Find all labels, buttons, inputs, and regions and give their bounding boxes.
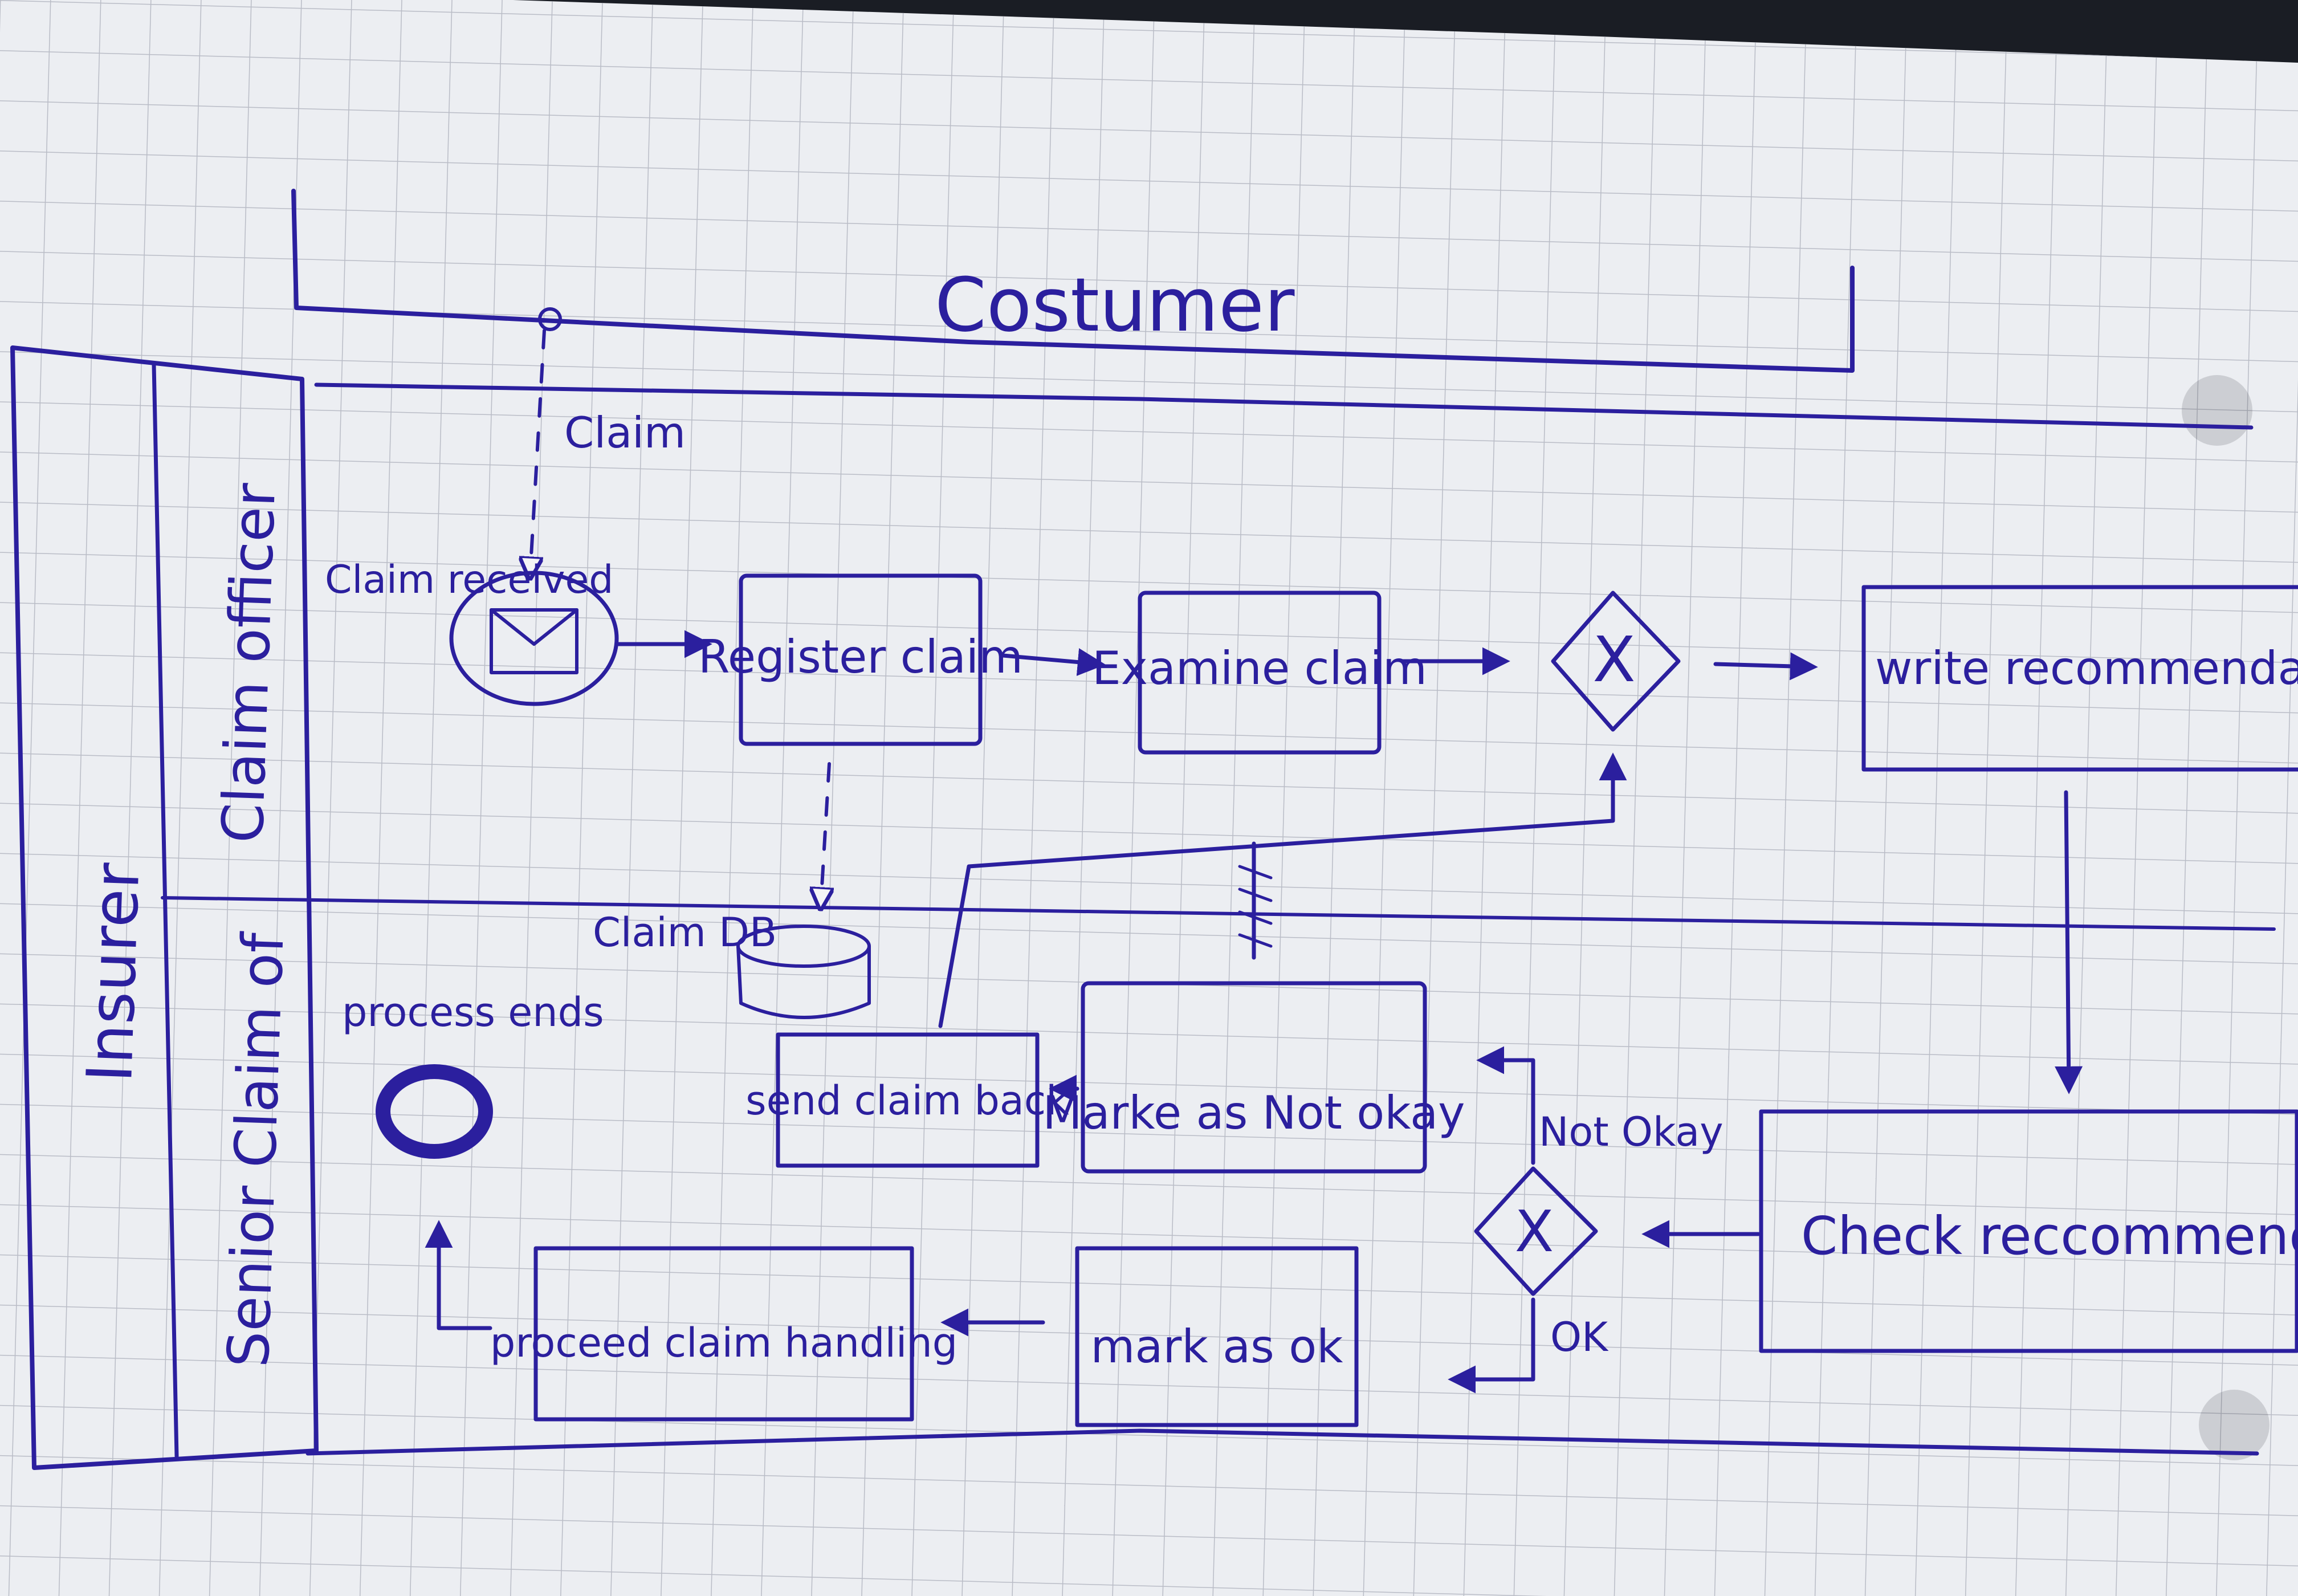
sequence-flows-bottom — [425, 841, 1761, 1394]
insurer-pool-label: Insurer — [73, 861, 153, 1084]
punch-hole — [2182, 375, 2252, 446]
claim-officer-lane-label: Claim officer — [209, 482, 288, 844]
insurer-pool: Insurer Claim officer Senior Claim of — [10, 345, 2276, 1470]
end-event: process ends — [342, 989, 604, 1159]
customer-pool: Costumer — [291, 189, 1855, 373]
task-mark-not-okay-label: Marke as Not okay — [1042, 1086, 1465, 1139]
task-mark-as-ok: mark as ok — [1075, 1246, 1359, 1427]
start-event-label: Claim received — [325, 557, 613, 602]
senior-claim-officer-lane-label: Senior Claim of — [215, 930, 297, 1369]
message-flow: Claim — [530, 307, 686, 576]
task-check-recommendation-label: Check reccommendation — [1801, 1206, 2298, 1267]
task-write-recommendation: write recommendation — [1861, 585, 2298, 772]
sequence-flows-top — [616, 630, 2083, 1094]
task-mark-not-okay: Marke as Not okay — [1042, 981, 1465, 1174]
gateway-1-symbol: X — [1592, 623, 1635, 696]
task-send-claim-back: send claim back — [745, 1032, 1069, 1168]
lane-divider — [161, 896, 2276, 931]
data-store-label: Claim DB — [593, 909, 777, 956]
start-event: Claim received — [325, 557, 619, 706]
gateway-not-okay-label: Not Okay — [1539, 1109, 1724, 1155]
task-examine-claim: Examine claim — [1092, 591, 1427, 755]
customer-pool-label: Costumer — [935, 262, 1295, 348]
task-proceed-claim-handling-label: proceed claim handling — [490, 1320, 958, 1366]
data-store-claim-db: Claim DB — [593, 909, 871, 1019]
task-send-claim-back-label: send claim back — [745, 1077, 1069, 1124]
task-register-claim: Register claim — [698, 573, 1023, 746]
data-association — [821, 762, 829, 906]
end-event-label: process ends — [342, 989, 604, 1036]
gateway-ok-label: OK — [1550, 1314, 1609, 1361]
exclusive-gateway-2: X Not Okay OK — [1474, 1109, 1724, 1361]
task-proceed-claim-handling: proceed claim handling — [490, 1246, 958, 1422]
exclusive-gateway-1: X — [1551, 591, 1681, 732]
gateway-2-symbol: X — [1515, 1198, 1554, 1265]
message-flow-label: Claim — [564, 408, 686, 458]
task-examine-claim-label: Examine claim — [1092, 642, 1427, 695]
punch-hole — [2199, 1390, 2270, 1460]
lane-divider — [152, 363, 179, 1459]
task-mark-as-ok-label: mark as ok — [1090, 1320, 1343, 1373]
task-check-recommendation: Check reccommendation — [1759, 1109, 2298, 1353]
task-register-claim-label: Register claim — [698, 630, 1023, 683]
task-write-recommendation-label: write recommendation — [1875, 642, 2298, 695]
